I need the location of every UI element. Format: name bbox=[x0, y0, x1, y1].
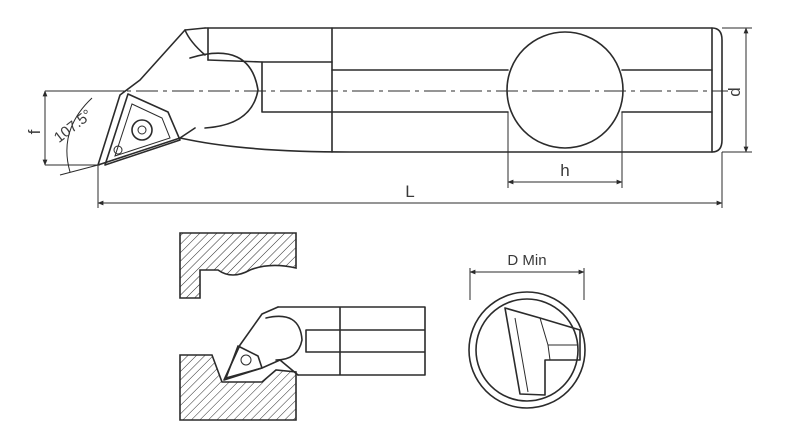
shank-flat bbox=[331, 69, 713, 113]
insert-pin bbox=[113, 145, 123, 155]
head-clamp-bulge bbox=[189, 52, 259, 129]
dmin-tool-body bbox=[504, 307, 581, 396]
head-upper-face bbox=[184, 29, 206, 56]
dmin-tool-detail bbox=[514, 317, 578, 393]
dimension-d: d bbox=[722, 27, 752, 153]
dimension-f: f bbox=[25, 90, 125, 166]
neck-channel bbox=[261, 61, 333, 113]
small-insert bbox=[225, 345, 263, 379]
small-tool-shank bbox=[277, 306, 426, 376]
f-label: f bbox=[25, 129, 44, 134]
bore-circle-inner bbox=[475, 298, 579, 402]
small-insert-screw bbox=[240, 354, 252, 366]
insert bbox=[104, 93, 181, 166]
d-label: d bbox=[725, 87, 744, 96]
small-tool-clamp bbox=[265, 315, 303, 361]
dmin-label: D Min bbox=[507, 252, 546, 269]
insert-screw-center bbox=[137, 125, 147, 135]
h-label: h bbox=[560, 161, 569, 180]
angle-label: 107.5° bbox=[51, 106, 96, 146]
d-min-view: D Min bbox=[468, 252, 586, 409]
angle-arc bbox=[66, 97, 93, 173]
shank-outline bbox=[179, 27, 723, 153]
dimension-angle: 107.5° bbox=[51, 97, 99, 176]
shank-cross-section bbox=[506, 31, 624, 149]
L-label: L bbox=[405, 182, 414, 201]
dimension-h: h bbox=[507, 112, 623, 188]
dimension-L: L bbox=[97, 152, 723, 208]
angle-ext bbox=[59, 164, 99, 176]
bore-circle-outer bbox=[468, 291, 586, 409]
insert-screw bbox=[131, 119, 153, 141]
bore-wall-lower bbox=[179, 354, 297, 421]
neck-top-line bbox=[207, 59, 263, 63]
tool-side-view bbox=[97, 27, 728, 166]
insert-inner bbox=[114, 103, 171, 157]
bore-section-view bbox=[179, 232, 426, 421]
bore-wall-upper bbox=[179, 232, 297, 299]
